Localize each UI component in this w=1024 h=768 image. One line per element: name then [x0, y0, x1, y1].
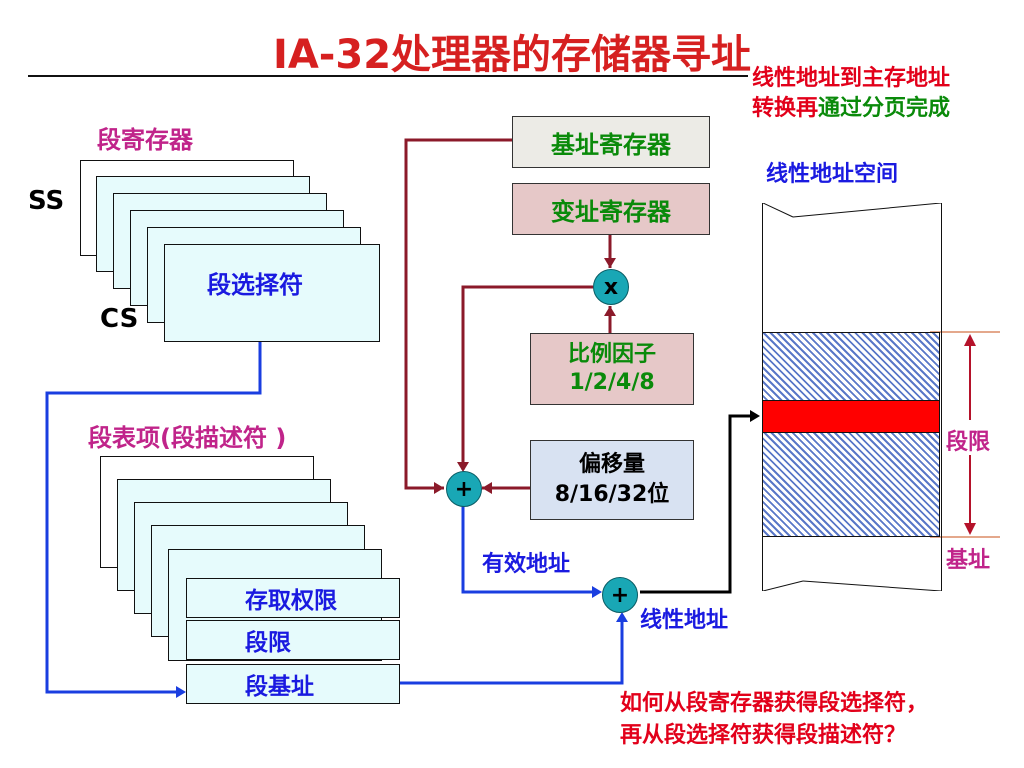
- question-line2: 再从段选择符获得段描述符？: [620, 723, 907, 748]
- segment-region: [762, 332, 940, 537]
- segment-limit-label: 段限: [946, 430, 991, 455]
- linear-adder-node: +: [602, 577, 638, 613]
- cs-label: CS: [100, 304, 139, 334]
- selector-to-descriptor-line: [45, 340, 262, 694]
- base-register-line: [404, 138, 512, 490]
- paging-note-line2-red: 转换再: [752, 96, 819, 121]
- target-location: [762, 400, 940, 433]
- descriptor-limit-field: 段限: [186, 620, 400, 660]
- descriptor-base-field: 段基址: [186, 664, 400, 704]
- offset-sizes: 8/16/32位: [554, 482, 670, 507]
- base-to-adder-line: [400, 618, 624, 685]
- selector-label: 段选择符: [207, 271, 303, 299]
- paging-note: 线性地址到主存地址 转换再通过分页完成: [752, 64, 950, 124]
- multiply-node: x: [593, 269, 629, 305]
- segment-base-label: 基址: [946, 548, 991, 573]
- offset-box: 偏移量 8/16/32位: [530, 440, 694, 520]
- seg-register-label: 段寄存器: [97, 126, 193, 154]
- paging-note-line1: 线性地址到主存地址: [752, 66, 951, 91]
- paging-note-line2-green: 通过分页完成: [818, 96, 951, 121]
- descriptor-label: 段表项(段描述符 ): [88, 424, 287, 452]
- linear-address-label: 线性地址: [640, 608, 729, 633]
- offset-label: 偏移量: [578, 452, 645, 477]
- ss-label: SS: [28, 186, 65, 216]
- scale-factor-values: 1/2/4/8: [569, 370, 655, 395]
- scale-factor-label: 比例因子: [567, 342, 656, 367]
- descriptor-access-field: 存取权限: [186, 578, 400, 618]
- linear-address-line: [640, 414, 752, 594]
- page-title: IA-32处理器的存储器寻址: [272, 32, 752, 78]
- base-register-box: 基址寄存器: [512, 116, 710, 168]
- effective-adder-node: +: [446, 471, 482, 507]
- question-text: 如何从段寄存器获得段选择符， 再从段选择符获得段描述符？: [620, 688, 928, 752]
- effective-address-line: [461, 506, 598, 594]
- title-underline: [28, 75, 748, 77]
- multiply-to-adder-line: [461, 285, 593, 470]
- scale-factor-box: 比例因子 1/2/4/8: [530, 333, 694, 405]
- question-line1: 如何从段寄存器获得段选择符，: [620, 691, 929, 716]
- effective-address-label: 有效地址: [482, 552, 571, 577]
- index-register-box: 变址寄存器: [512, 183, 710, 235]
- linear-space-label: 线性地址空间: [766, 162, 899, 187]
- segment-selector-card: 段选择符: [164, 244, 380, 342]
